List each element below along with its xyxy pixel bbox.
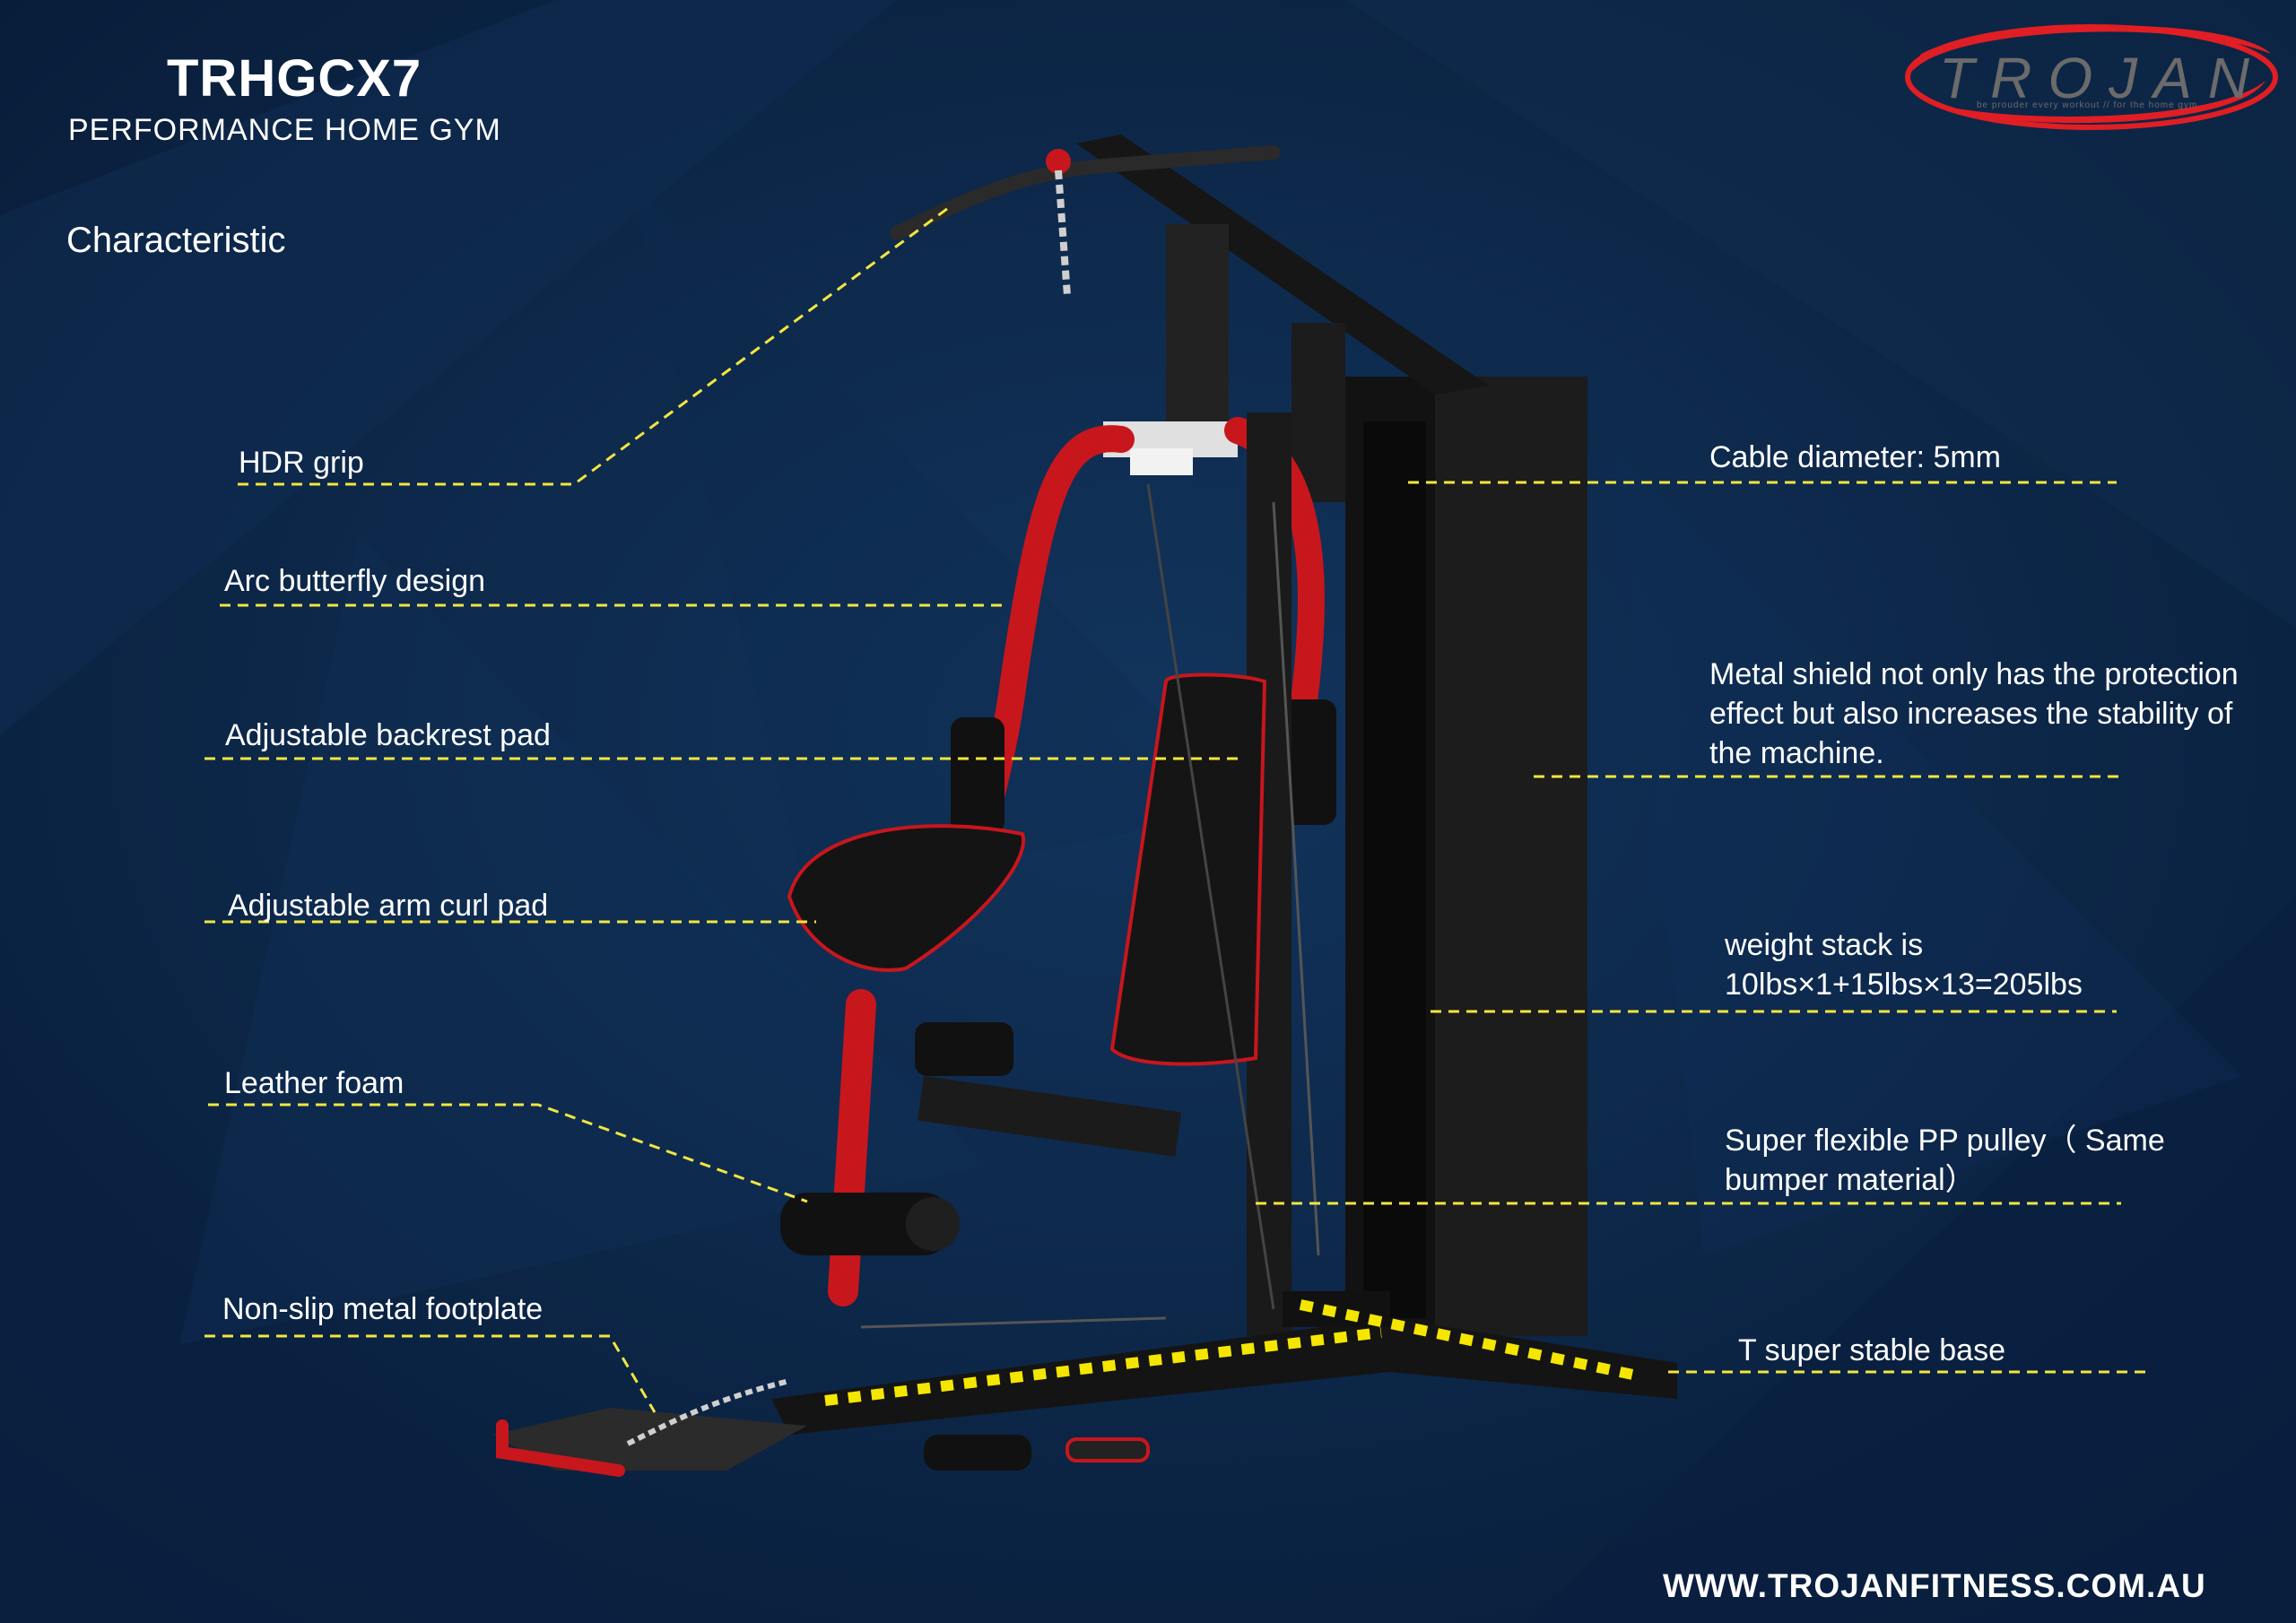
leader-footplate bbox=[204, 1334, 657, 1413]
product-subtitle: PERFORMANCE HOME GYM bbox=[68, 113, 501, 147]
leader-leather-foam bbox=[208, 1103, 808, 1203]
feature-metal-shield: Metal shield not only has the protection… bbox=[1709, 657, 2239, 770]
leader-hdr-grip bbox=[238, 204, 952, 486]
chain bbox=[1055, 169, 1071, 297]
leg-foam-roller bbox=[780, 1193, 951, 1255]
arm-curl-pad bbox=[787, 824, 1026, 972]
trojan-logo bbox=[1905, 24, 2278, 130]
website-link[interactable]: WWW.TROJANFITNESS.COM.AU bbox=[1663, 1567, 2206, 1604]
feature-stable-base: T super stable base bbox=[1738, 1333, 2005, 1367]
feature-cable-diameter: Cable diameter: 5mm bbox=[1709, 440, 2002, 474]
feature-leather-foam: Leather foam bbox=[224, 1066, 404, 1100]
t-base bbox=[771, 1318, 1677, 1435]
model-title: TRHGCX7 bbox=[167, 49, 422, 108]
logo-wordmark: TROJAN bbox=[1939, 46, 2266, 110]
backrest-pad bbox=[1109, 673, 1267, 1066]
pulldown-bar bbox=[890, 145, 1281, 240]
top-frame-arm bbox=[1076, 135, 1489, 395]
logo-tagline: be prouder every workout // for the home… bbox=[1977, 100, 2198, 110]
feature-pp-pulley: Super flexible PP pulley（ Same bumper ma… bbox=[1725, 1124, 2165, 1197]
ankle-strap bbox=[924, 1435, 1031, 1471]
feature-footplate: Non-slip metal footplate bbox=[222, 1292, 544, 1326]
feature-arc-butterfly: Arc butterfly design bbox=[224, 564, 486, 598]
section-heading: Characteristic bbox=[66, 221, 286, 260]
metal-footplate bbox=[493, 1408, 807, 1471]
feature-weight-stack: weight stack is 10lbs×1+15lbs×13=205lbs bbox=[1725, 928, 2083, 1002]
feature-arm-curl-pad: Adjustable arm curl pad bbox=[228, 889, 549, 923]
feature-hdr-grip: HDR grip bbox=[239, 446, 364, 480]
feature-backrest-pad: Adjustable backrest pad bbox=[225, 718, 551, 752]
